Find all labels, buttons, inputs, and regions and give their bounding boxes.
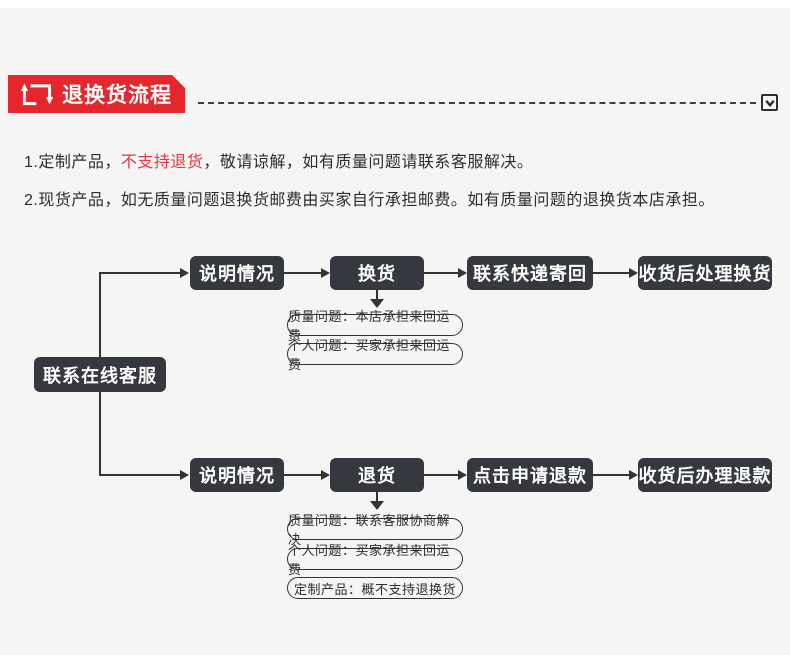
flow-step-courier-return: 联系快递寄回 [467,256,593,290]
notice-1-prefix: 1.定制产品， [24,154,121,171]
flow-note-pill: 定制产品：概不支持退换货 [287,577,463,599]
arrow-right-icon [180,470,189,480]
arrow-right-icon [458,268,467,278]
arrow-right-icon [629,470,638,480]
flow-note-pill: 个人问题：买家承担来回运费 [287,543,463,577]
notice-line-1: 1.定制产品，不支持退货，敬请谅解，如有质量问题请联系客服解决。 [24,148,533,172]
flow-root-box: 联系在线客服 [34,357,166,392]
exchange-arrows-icon [20,81,54,107]
flow-step-exchange: 换货 [330,256,424,290]
arrow-right-icon [458,470,467,480]
arrow-right-icon [321,268,330,278]
flow-step-apply-refund: 点击申请退款 [467,458,593,492]
flow-step-explain-1: 说明情况 [190,256,284,290]
flow-step-process-exchange: 收货后处理换货 [638,256,772,290]
arrow-right-icon [180,268,189,278]
section-banner: 退换货流程 [8,75,185,113]
connector-line [424,272,458,274]
stub-line [376,290,378,299]
notice-2-text: 2.现货产品，如无质量问题退换货邮费由买家自行承担邮费。如有质量问题的退换货本店… [24,192,715,209]
connector-line [593,474,629,476]
connector-line [593,272,629,274]
notice-line-2: 2.现货产品，如无质量问题退换货邮费由买家自行承担邮费。如有质量问题的退换货本店… [24,186,715,210]
connector-line [284,474,321,476]
flow-step-return: 退货 [330,458,424,492]
flow-note-pill: 质量问题：本店承担来回运费 [287,309,463,343]
notice-1-highlight: 不支持退货 [120,154,204,171]
arrow-right-icon [321,470,330,480]
arrow-down-icon [370,501,384,510]
arrow-right-icon [629,268,638,278]
branch-line-bottom [99,474,181,476]
notice-1-suffix: ，敬请谅解，如有质量问题请联系客服解决。 [203,154,534,171]
section-title: 退换货流程 [62,84,172,107]
flow-note-pill: 质量问题：联系客服协商解决 [287,513,463,547]
flow-step-explain-2: 说明情况 [190,458,284,492]
arrow-down-icon [370,299,384,308]
flow-step-process-refund: 收货后办理退款 [638,458,772,492]
content-panel [0,8,790,655]
connector-line [284,272,321,274]
dashed-divider [198,102,756,104]
branch-line-top [99,272,181,274]
collapse-toggle[interactable] [761,94,778,111]
connector-line [424,474,458,476]
chevron-down-icon [764,98,776,108]
flow-note-pill: 个人问题：买家承担来回运费 [287,338,463,372]
stub-line [376,492,378,501]
